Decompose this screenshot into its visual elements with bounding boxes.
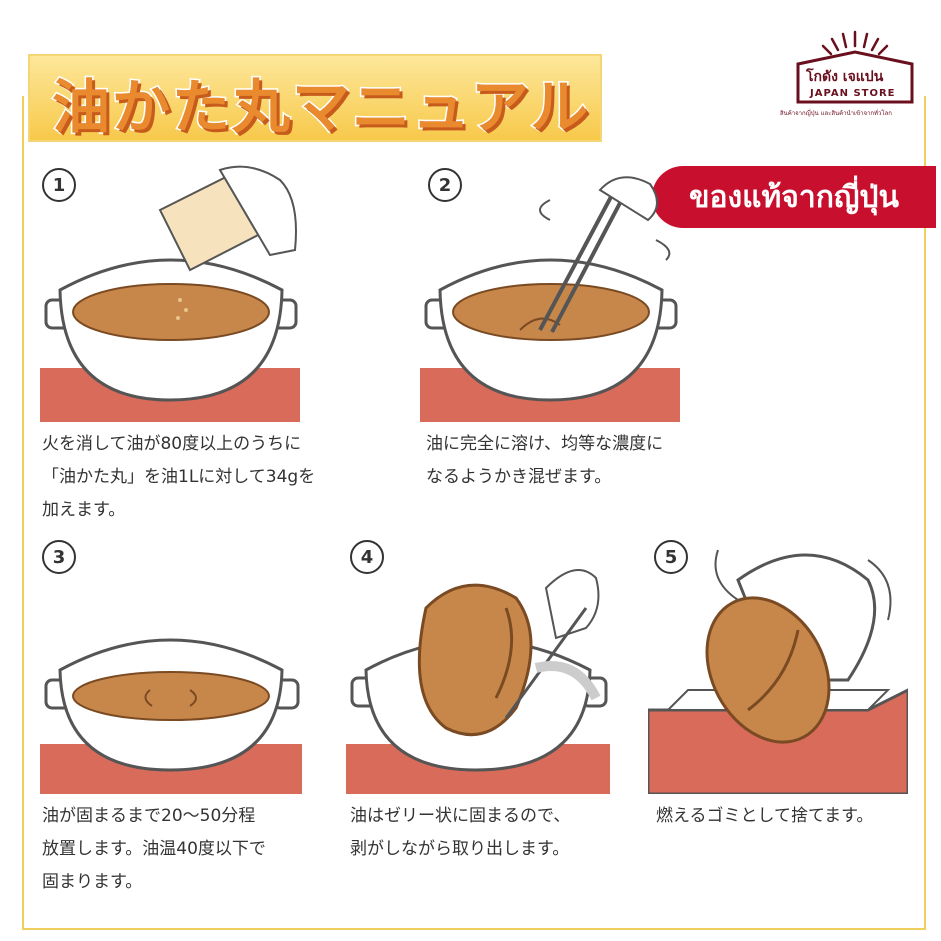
step-2-number: 2 [428,168,462,202]
step-4-caption: 油はゼリー状に固まるので、 剥がしながら取り出します。 [350,806,571,859]
step-5-illustration [648,549,908,794]
step-3-number: 3 [42,540,76,574]
logo-tagline: สินค้าจากญี่ปุ่น และสินค้านำเข้าจากทั่วโ… [780,110,892,117]
title-banner [30,56,600,140]
logo-house-icon [796,30,914,104]
step-3-caption: 油が固まるまで20～50分程 放置します。油温40度以下で 固まります。 [42,806,266,892]
step-4-number: 4 [350,540,384,574]
logo-name-thai: โกดัง เจแปน [806,69,884,85]
step-1-number: 1 [42,168,76,202]
step-5-number: 5 [654,540,688,574]
step-2-caption: 油に完全に溶け、均等な濃度に なるようかき混ぜます。 [426,434,664,487]
step-2-illustration [420,176,680,422]
step-5-caption: 燃えるゴミとして捨てます。 [656,806,874,826]
step-1-caption: 火を消して油が80度以上のうちに 「油かた丸」を油1Lに対して34gを 加えます… [42,434,316,520]
page-title: 油かた丸マニュアル [50,72,591,143]
store-logo: โกดัง เจแปน JAPAN STORE สินค้าจากญี่ปุ่น… [780,30,930,130]
step-3-illustration [40,638,302,794]
authentic-badge: ของแท้จากญี่ปุ่น [652,166,936,228]
manual-frame [22,96,926,930]
step-4-illustration [346,569,610,794]
step-1-illustration [40,165,300,422]
logo-name-english: JAPAN STORE [810,88,896,99]
